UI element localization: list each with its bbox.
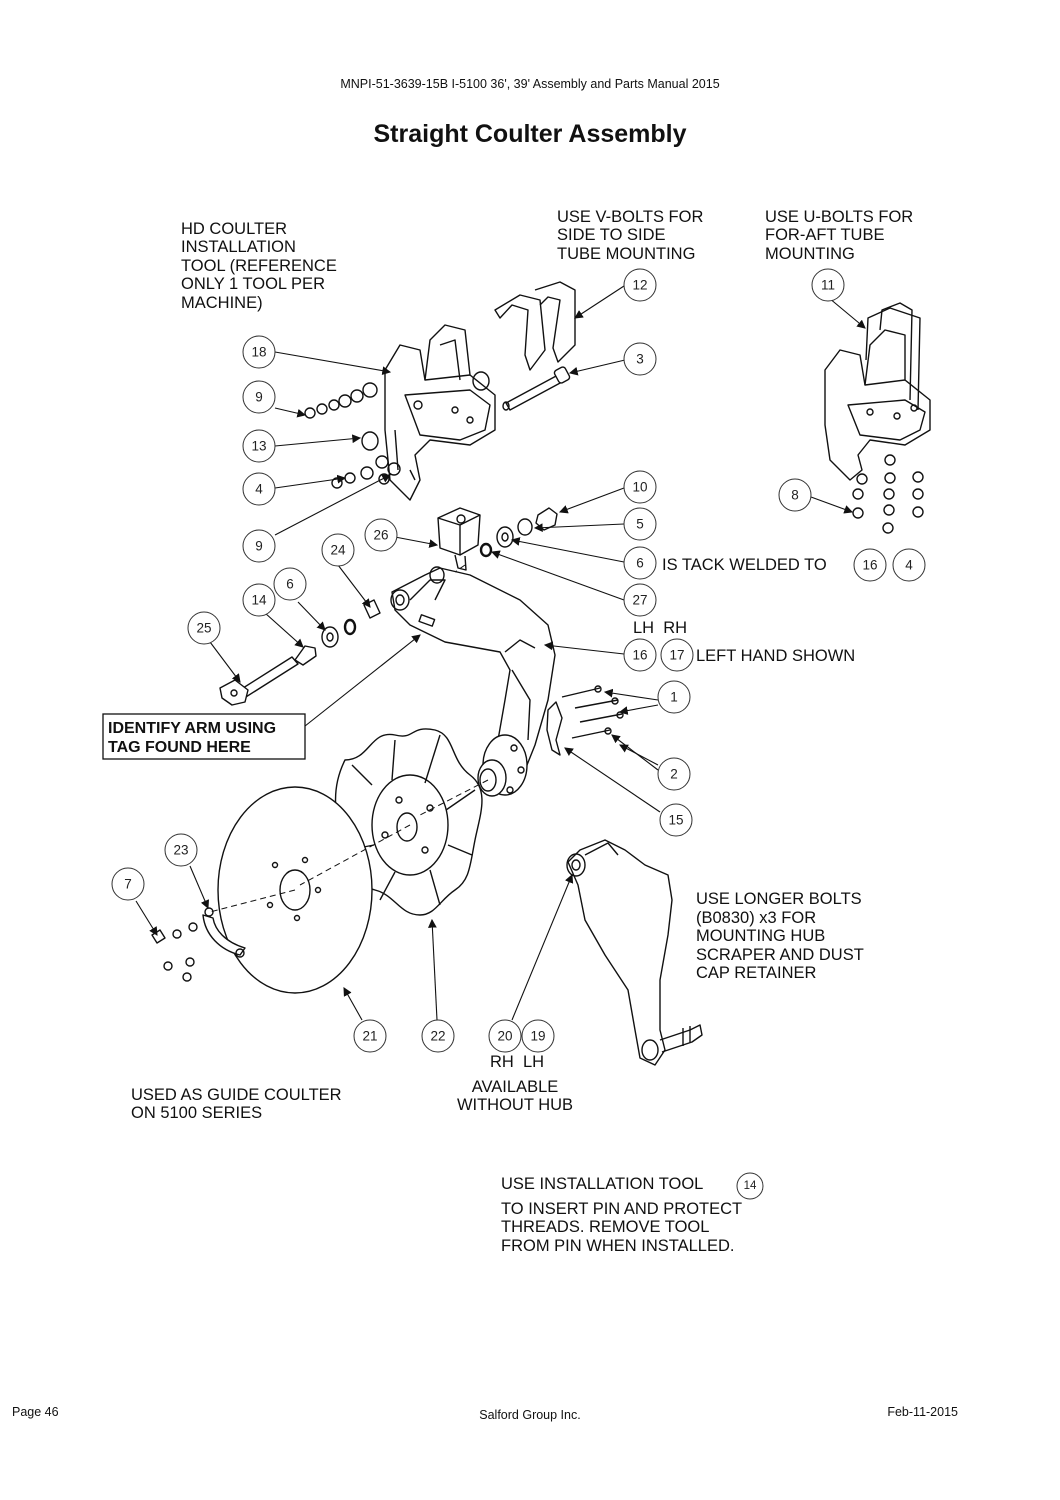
callout-17: 17 [669,648,684,663]
svg-text:ON 5100 SERIES: ON 5100 SERIES [131,1104,262,1122]
callout-22: 22 [430,1029,445,1044]
callout-21: 21 [362,1029,377,1044]
callout-6-left: 6 [286,577,294,592]
callout-3: 3 [636,352,644,367]
callout-26: 26 [373,528,388,543]
callout-1: 1 [670,690,678,705]
svg-text:INSTALLATION: INSTALLATION [181,238,296,256]
note-guide-coulter: USED AS GUIDE COULTER ON 5100 SERIES [131,1086,342,1122]
svg-text:MACHINE): MACHINE) [181,294,263,312]
note-tack-welded: IS TACK WELDED TO [662,556,827,574]
callout-12: 12 [632,278,647,293]
note-left-hand-shown: LEFT HAND SHOWN [696,647,855,665]
note-identify-arm-tag: IDENTIFY ARM USING TAG FOUND HERE [102,713,306,760]
svg-text:TO INSERT PIN AND PROTECT: TO INSERT PIN AND PROTECT [501,1200,742,1218]
bumper-block-drawing [437,507,481,571]
right-hand-coulter-arm-drawing [566,839,703,1066]
footer-date: Feb-11-2015 [887,1405,958,1419]
nut-washers-drawing [479,507,558,558]
callout-6-right: 6 [636,556,644,571]
callout-2: 2 [670,767,678,782]
callout-9-top: 9 [255,390,263,405]
note-installation-tool: USE INSTALLATION TOOL TO INSERT PIN AND … [501,1175,742,1255]
note-u-bolts: USE U-BOLTS FOR FOR-AFT TUBE MOUNTING [765,208,913,263]
svg-text:WITHOUT HUB: WITHOUT HUB [457,1096,573,1114]
svg-text:FOR-AFT TUBE: FOR-AFT TUBE [765,226,884,244]
callout-24: 24 [330,543,346,558]
svg-text:TUBE MOUNTING: TUBE MOUNTING [557,245,695,263]
svg-text:TAG FOUND HERE: TAG FOUND HERE [108,739,251,756]
svg-text:SCRAPER AND DUST: SCRAPER AND DUST [696,946,864,964]
callout-16-arm: 16 [632,648,647,663]
callout-8: 8 [791,488,799,503]
footer-company: Salford Group Inc. [479,1408,581,1422]
callout-9-bottom: 9 [255,539,263,554]
note-longer-bolts: USE LONGER BOLTS (B0830) x3 FOR MOUNTING… [696,890,864,982]
callout-4: 4 [255,482,263,497]
u-bolt-mount-bracket-drawing [824,302,931,534]
svg-text:USE INSTALLATION TOOL: USE INSTALLATION TOOL [501,1175,703,1193]
svg-text:MOUNTING HUB: MOUNTING HUB [696,927,825,945]
bolts-and-scraper-drawing [546,685,624,756]
callout-25: 25 [196,621,211,636]
callout-10: 10 [632,480,647,495]
svg-text:(B0830) x3 FOR: (B0830) x3 FOR [696,909,816,927]
callout-4-welded: 4 [905,558,913,573]
svg-text:ONLY 1 TOOL PER: ONLY 1 TOOL PER [181,275,325,293]
coulter-mount-bracket-drawing [384,324,496,501]
svg-text:HD COULTER: HD COULTER [181,220,287,238]
svg-text:USE U-BOLTS FOR: USE U-BOLTS FOR [765,208,913,226]
callout-13: 13 [251,439,266,454]
callout-18: 18 [251,345,266,360]
svg-text:USED AS GUIDE COULTER: USED AS GUIDE COULTER [131,1086,342,1104]
svg-text:AVAILABLE: AVAILABLE [472,1078,559,1096]
svg-text:FROM PIN WHEN INSTALLED.: FROM PIN WHEN INSTALLED. [501,1237,734,1255]
coulter-hub-drawing [477,734,528,797]
note-rh-lh-arm: RH LH [490,1053,544,1071]
svg-text:THREADS. REMOVE TOOL: THREADS. REMOVE TOOL [501,1218,709,1236]
document-header: MNPI-51-3639-15B I-5100 36', 39' Assembl… [340,77,720,91]
page-title: Straight Coulter Assembly [373,120,687,148]
note-available-without-hub: AVAILABLE WITHOUT HUB [457,1078,573,1114]
callout-16-welded: 16 [862,558,877,573]
footer-page-number: Page 46 [12,1405,59,1419]
svg-text:CAP RETAINER: CAP RETAINER [696,964,816,982]
svg-text:SIDE TO SIDE: SIDE TO SIDE [557,226,666,244]
callout-23: 23 [173,843,188,858]
note-lh-rh-arm: LH RH [633,619,687,637]
callout-20: 20 [497,1029,512,1044]
callout-27: 27 [632,593,647,608]
svg-text:IDENTIFY ARM USING: IDENTIFY ARM USING [108,720,276,737]
coulter-arm-drawing [390,566,556,771]
svg-text:TOOL (REFERENCE: TOOL (REFERENCE [181,257,337,275]
callout-14-note: 14 [744,1180,757,1192]
callout-14: 14 [251,593,267,608]
callout-19: 19 [530,1029,545,1044]
washer-drawing [472,371,490,391]
note-v-bolts: USE V-BOLTS FOR SIDE TO SIDE TUBE MOUNTI… [557,208,703,263]
callout-5: 5 [636,517,644,532]
callout-11: 11 [821,278,835,293]
svg-text:MOUNTING: MOUNTING [765,245,855,263]
note-hd-coulter-tool: HD COULTER INSTALLATION TOOL (REFERENCE … [181,220,337,312]
bolt-drawing [502,366,571,411]
callout-15: 15 [668,813,683,828]
svg-text:USE LONGER BOLTS: USE LONGER BOLTS [696,890,862,908]
svg-text:USE V-BOLTS FOR: USE V-BOLTS FOR [557,208,703,226]
pivot-pin-parts-drawing [219,599,381,706]
v-bolts-drawing [494,281,576,371]
callout-7: 7 [124,877,132,892]
